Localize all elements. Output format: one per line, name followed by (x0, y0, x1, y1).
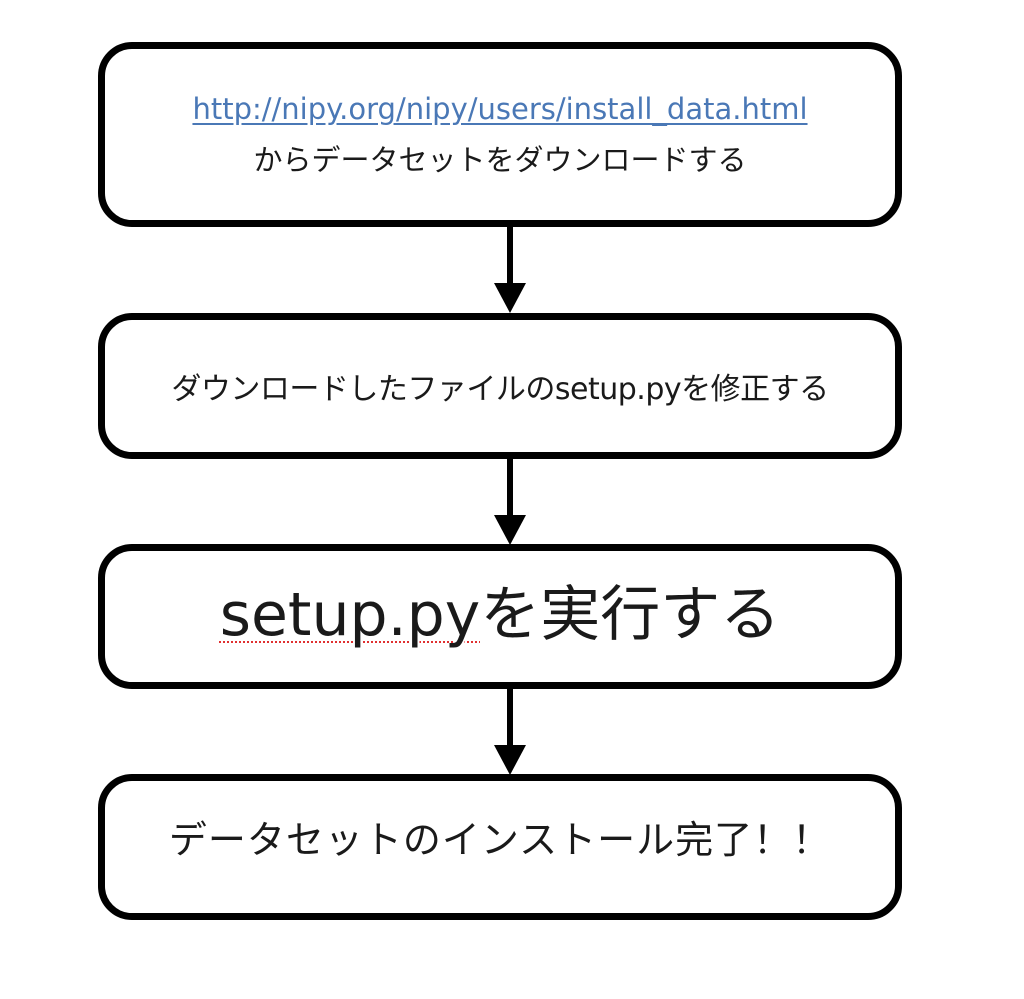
down-arrow-icon (494, 689, 526, 775)
step-download-text: からデータセットをダウンロードする (253, 142, 747, 177)
step-run-setup-text: setup.pyを実行する (220, 566, 780, 653)
step-box-edit-setup: ダウンロードしたファイルのsetup.pyを修正する (98, 313, 902, 459)
step-install-complete-text: データセットのインストール完了！！ (168, 817, 832, 862)
down-arrow-icon (494, 227, 526, 313)
spellcheck-flagged-word: setup.py (219, 580, 481, 650)
step-box-run-setup: setup.pyを実行する (98, 544, 902, 689)
step-box-install-complete: データセットのインストール完了！！ (98, 774, 902, 920)
dataset-download-link[interactable]: http://nipy.org/nipy/users/install_data.… (192, 92, 808, 127)
step-run-setup-rest: を実行する (480, 580, 781, 650)
down-arrow-icon (494, 459, 526, 545)
step-box-download: http://nipy.org/nipy/users/install_data.… (98, 42, 902, 227)
step-edit-setup-text: ダウンロードしたファイルのsetup.pyを修正する (171, 372, 829, 407)
